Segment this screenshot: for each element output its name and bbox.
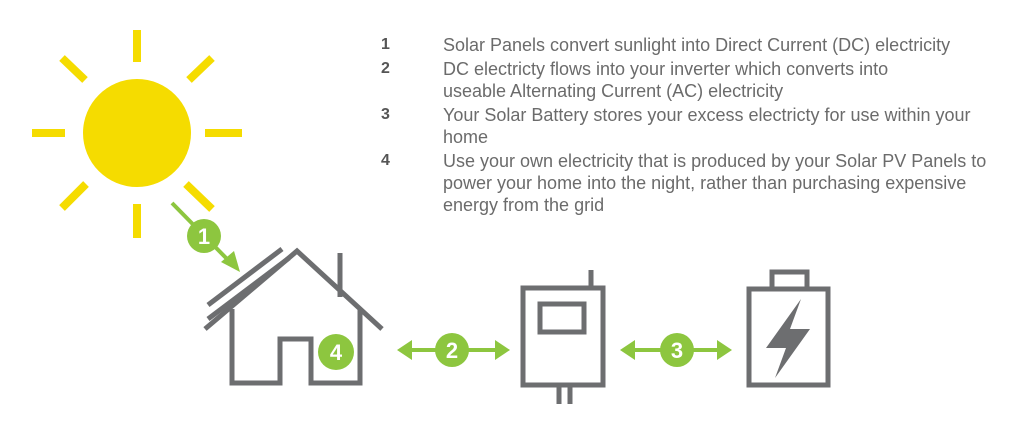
step-item-1: 1 Solar Panels convert sunlight into Dir… [381,34,1021,56]
step-item-4: 4 Use your own electricity that is produ… [381,150,1021,216]
svg-text:2: 2 [446,338,458,363]
step-2-badge: 2 [435,333,469,367]
step-4-badge: 4 [318,334,354,370]
step-item-2: 2 DC electricty flows into your inverter… [381,58,1021,102]
step-description: Solar Panels convert sunlight into Direc… [443,35,951,55]
svg-text:3: 3 [671,338,683,363]
step-item-3: 3 Your Solar Battery stores your excess … [381,104,1021,148]
step-3-badge: 3 [660,333,694,367]
solar-panel-icon [206,247,291,321]
inverter-icon [520,270,606,404]
steps-list: 1 Solar Panels convert sunlight into Dir… [381,34,1021,218]
step-1-badge: 1 [187,219,221,253]
svg-text:1: 1 [198,224,210,249]
lightning-bolt-icon [766,299,810,378]
step-number: 3 [381,106,390,123]
step-number: 1 [381,36,390,53]
step-number: 2 [381,60,390,77]
sun-icon [32,30,242,238]
step-description: DC electricty flows into your inverter w… [443,59,889,101]
svg-text:4: 4 [330,340,343,365]
house-icon [203,247,384,386]
step-number: 4 [381,152,390,169]
step-description: Use your own electricity that is produce… [443,151,987,215]
battery-icon [746,269,831,388]
step-description: Your Solar Battery stores your excess el… [443,105,971,147]
